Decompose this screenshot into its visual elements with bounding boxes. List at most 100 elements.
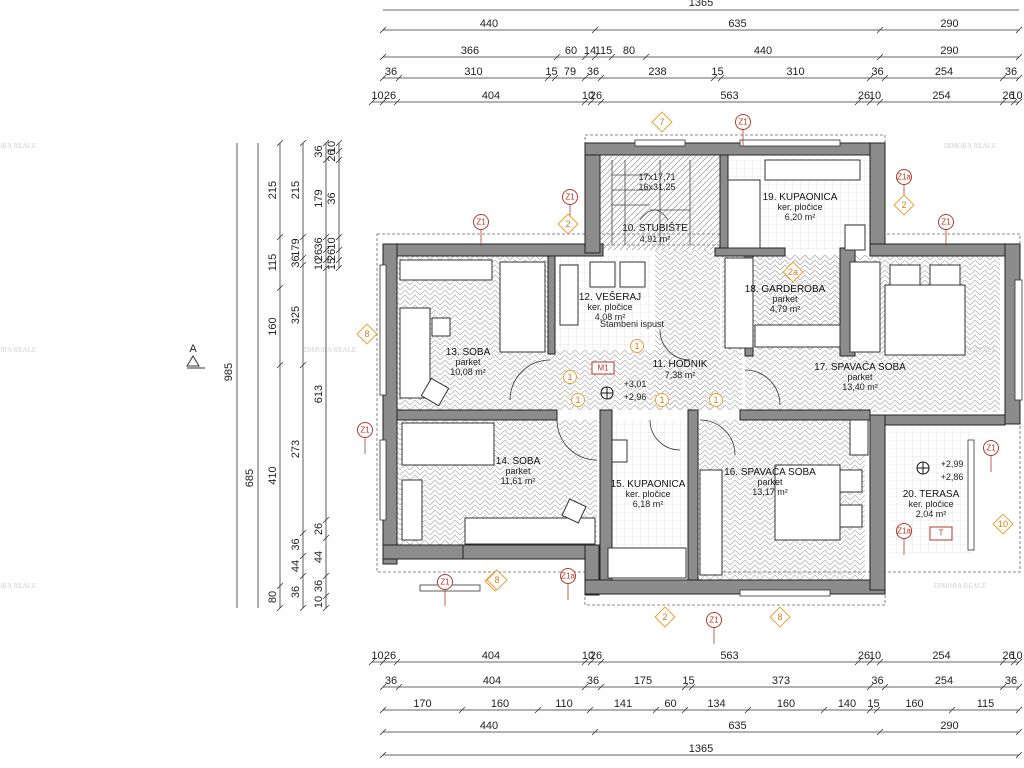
dimension-label: 10 [326, 141, 338, 153]
room-area: 10,08 m² [450, 367, 486, 377]
z1-marker-label: Z1 [476, 218, 486, 227]
wall [869, 142, 886, 252]
dimension-label: 635 [728, 720, 746, 732]
dimension-tick [322, 516, 330, 524]
dimension-label: 254 [932, 90, 950, 102]
z1a-marker-label: Z1a [897, 173, 911, 182]
room-area: 2,04 m² [916, 509, 947, 519]
dimension-label: 310 [786, 66, 804, 78]
dimension-tick [368, 658, 376, 666]
dimension-label: 36 [871, 66, 883, 78]
room-floor: ker. pločice [625, 489, 670, 499]
wardrobe-unit [724, 257, 754, 349]
dimension-tick [335, 139, 343, 147]
dimension-label: 15 [711, 66, 723, 78]
dimension-tick [379, 658, 387, 666]
dimension-label: 26 [858, 650, 870, 662]
detail-1-marker-label: 1 [634, 341, 639, 351]
z1-marker-circle-icon [357, 422, 373, 438]
windows [379, 139, 1023, 597]
dimension-label: 160 [905, 698, 923, 710]
dimension-label: 26 [858, 90, 870, 102]
z1a-marker-circle-icon [896, 169, 912, 185]
dimension-label: 36 [587, 66, 599, 78]
room-name: 20. TERASA [903, 489, 960, 500]
dimension-tick [299, 604, 307, 612]
level-value: +3,01 [624, 379, 647, 389]
dimension-tick [681, 706, 689, 714]
room-area: 6,20 m² [785, 212, 816, 222]
dimension-tick [322, 246, 330, 254]
dimension-tick [322, 156, 330, 164]
door-swing [649, 419, 681, 451]
dimension-tick [379, 74, 387, 82]
dimension-label: 10 [326, 237, 338, 249]
detail-10-marker-label: 10 [998, 519, 1008, 529]
dimension-tick [1015, 53, 1023, 61]
dimension-label: 563 [720, 650, 738, 662]
room-floor: ker. pločice [908, 499, 953, 509]
window [739, 139, 841, 147]
section-marker: A [186, 343, 205, 369]
dimension-label: 36 [587, 675, 599, 687]
room-floor: parket [757, 477, 783, 487]
wardrobe-unit [399, 259, 493, 281]
dimension-tick [591, 53, 599, 61]
dimension-label: 160 [267, 317, 279, 335]
z1a-marker-label: Z1a [897, 527, 911, 536]
dimension-tick [276, 139, 284, 147]
room-area: 4,08 m² [595, 312, 626, 322]
dimension-tick [999, 74, 1007, 82]
door-swing [744, 369, 781, 406]
room-area: 4,79 m² [770, 304, 801, 314]
dimension-label-total-top: 1365 [689, 0, 713, 9]
dimension-label: 160 [777, 698, 795, 710]
dimension-tick [876, 53, 884, 61]
dimension-tick [544, 74, 552, 82]
dimension-label: 985 [223, 363, 235, 381]
z1-marker-circle-icon [706, 612, 722, 628]
detail-10-marker-diamond-icon [992, 513, 1014, 535]
dimension-label: 175 [634, 675, 652, 687]
detail-1-marker-circle-icon [563, 370, 577, 384]
dimension-label: 36 [385, 66, 397, 78]
watermark-text: DIMORA REALE [944, 142, 996, 150]
dimension-tick [299, 254, 307, 262]
level-icon-cross [601, 387, 613, 399]
dimension-tick [322, 604, 330, 612]
dimension-label: 254 [935, 66, 953, 78]
z1-marker-label: Z1 [565, 193, 575, 202]
dimension-label: 36 [385, 675, 397, 687]
dimension-label: 10 [371, 90, 383, 102]
nightstand [929, 264, 961, 286]
dimension-tick [553, 53, 561, 61]
z1-marker-label: Z1 [986, 444, 996, 453]
z1a-marker-circle-icon [560, 568, 576, 584]
dimension-tick [322, 534, 330, 542]
chair [561, 498, 587, 524]
dimension-label: 440 [754, 45, 772, 57]
dimension-tick [717, 74, 725, 82]
staircase [611, 160, 691, 245]
nightstand [889, 264, 921, 286]
dimension-tick [276, 284, 284, 292]
dimension-chain-left: 2151151604108021517936325273364436361793… [267, 139, 343, 612]
wall [382, 544, 464, 560]
dimension-label: 44 [290, 560, 302, 572]
dimension-label: 26 [1002, 90, 1014, 102]
room-name: 16. SPAVAĆA SOBA [724, 465, 816, 478]
dimension-label: 238 [648, 66, 666, 78]
dimension-tick [393, 658, 401, 666]
dimension-tick [299, 261, 307, 269]
door-swing [556, 419, 598, 461]
dimension-label: 563 [720, 90, 738, 102]
z1-marker-label: Z1 [941, 218, 951, 227]
dimension-tick [335, 246, 343, 254]
section-marker-label: A [189, 343, 197, 355]
stair-tread: 16x31,25 [638, 182, 675, 192]
dimension-label: 36 [313, 237, 325, 249]
room-name: 18. GARDEROBA [745, 284, 826, 295]
detail-7-marker-label: 7 [659, 117, 664, 127]
dimension-tick [458, 706, 466, 714]
wall [547, 255, 556, 355]
